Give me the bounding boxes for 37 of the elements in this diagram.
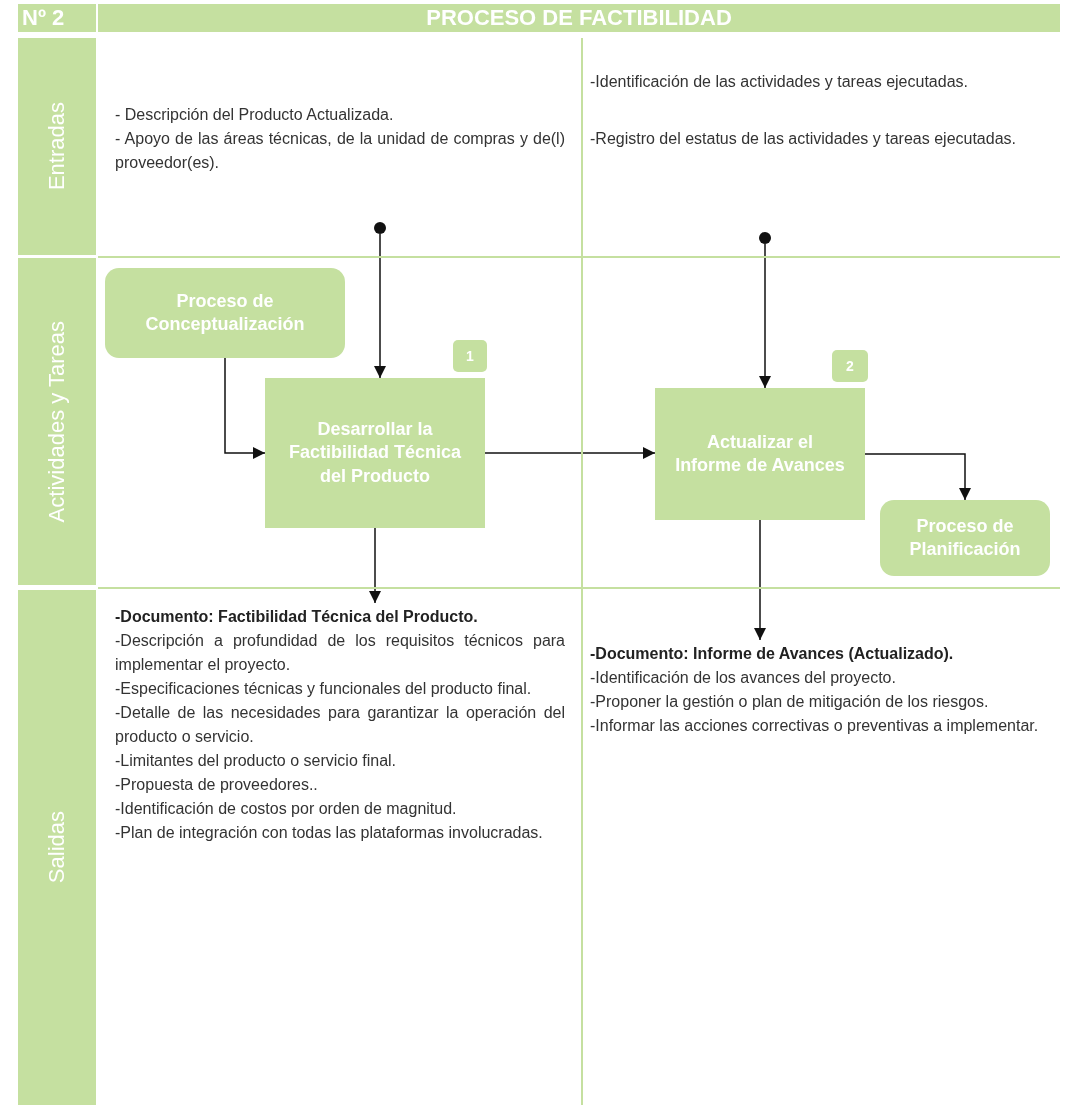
arrow xyxy=(759,243,771,389)
start-dot xyxy=(374,222,386,234)
number-tag: Nº 2 xyxy=(18,4,96,32)
input-item: - Apoyo de las áreas técnicas, de la unidad de compras y de(l) proveedor(es). xyxy=(115,129,565,173)
arrow xyxy=(484,447,656,459)
lane-header: Actividades y Tareas xyxy=(44,320,70,523)
node-box xyxy=(18,590,96,1105)
task-box: Desarrollar la Factibilidad Técnica del Producto xyxy=(265,378,485,528)
process-box: Proceso de Conceptualización xyxy=(105,268,345,358)
arrow xyxy=(754,519,766,641)
step-number-badge: 2 xyxy=(832,350,868,382)
input-item: -Identificación de las actividades y tareas ejecutadas. xyxy=(590,72,969,92)
output-item: -Limitantes del producto o servicio final. xyxy=(115,751,398,771)
document-title: -Documento: Factibilidad Técnica del Producto. xyxy=(115,607,479,627)
input-item: - Descripción del Producto Actualizada. xyxy=(115,105,395,125)
step-number-badge: 1 xyxy=(453,340,487,372)
output-item: -Descripción a profundidad de los requisitos técnicos para implementar el proyecto. xyxy=(115,631,565,675)
document-title: -Documento: Informe de Avances (Actualizado). xyxy=(590,644,955,664)
arrow xyxy=(864,453,971,501)
lane-header: Salidas xyxy=(44,811,70,884)
task-box: Actualizar el Informe de Avances xyxy=(655,388,865,520)
output-item: -Plan de integración con todas las plataformas involucradas. xyxy=(115,823,544,843)
output-item: -Propuesta de proveedores.. xyxy=(115,775,319,795)
arrow xyxy=(224,357,266,459)
output-item: -Proponer la gestión o plan de mitigación de los riesgos. xyxy=(590,692,990,712)
output-item: -Identificación de costos por orden de magnitud. xyxy=(115,799,458,819)
start-dot xyxy=(759,232,771,244)
process-box: Proceso de Planificación xyxy=(880,500,1050,576)
input-item: -Registro del estatus de las actividades y tareas ejecutadas. xyxy=(590,129,1017,149)
output-item: -Especificaciones técnicas y funcionales del producto final. xyxy=(115,679,533,699)
output-item: -Detalle de las necesidades para garantizar la operación del producto o servicio. xyxy=(115,703,565,747)
arrow xyxy=(369,527,381,604)
output-item: -Identificación de los avances del proyecto. xyxy=(590,668,897,688)
arrow xyxy=(374,233,386,379)
lane-header: Entradas xyxy=(44,102,70,191)
output-item: -Informar las acciones correctivas o preventivas a implementar. xyxy=(590,716,1040,736)
title-bar: PROCESO DE FACTIBILIDAD xyxy=(98,4,1060,32)
